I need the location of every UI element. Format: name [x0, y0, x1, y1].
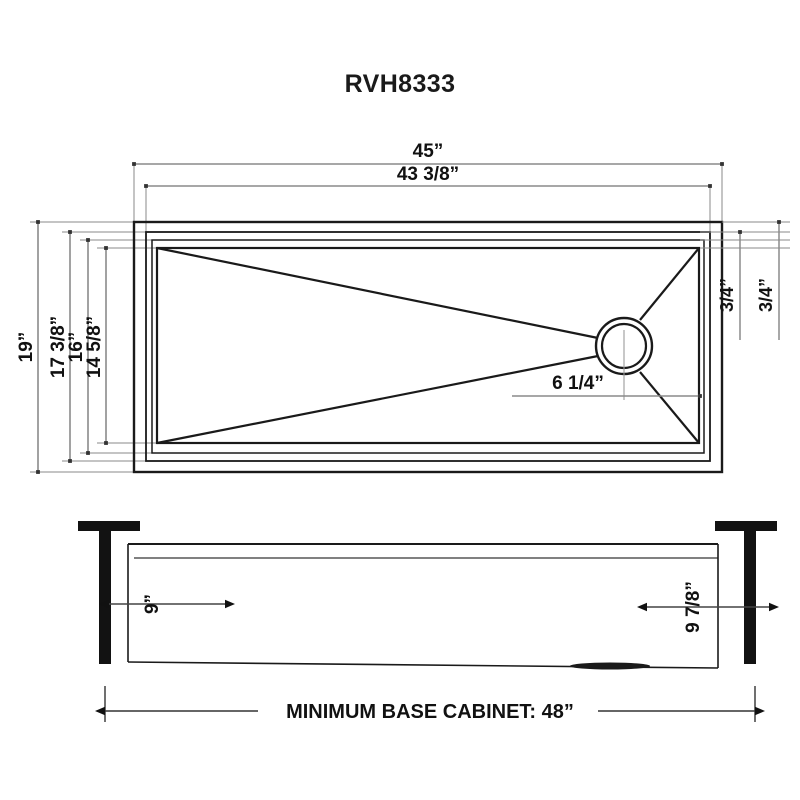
cabinet-note-group: MINIMUM BASE CABINET: 48”: [95, 686, 765, 723]
drain-offset-dimension-group: 6 1/4”: [512, 373, 702, 398]
cabinet-wall-right-top: [715, 521, 777, 531]
slope-line-top-left: [156, 246, 599, 340]
slope-line-bottom-left: [156, 354, 599, 445]
dimension-label-height-overall: 19”: [16, 332, 37, 363]
sink-side-view-body: 9” 9 7/8”: [78, 521, 779, 670]
dimension-label-depth-right: 9 7/8”: [683, 581, 704, 633]
sink-second-rect: [145, 231, 711, 462]
cabinet-note-label: MINIMUM BASE CABINET: 48”: [286, 701, 574, 723]
sink-outer-rect: [132, 220, 724, 474]
dimension-label-ledge-upper: 3/4”: [717, 278, 737, 312]
dimension-label-depth-left: 9”: [142, 594, 163, 614]
dimension-label-drain-offset: 6 1/4”: [552, 373, 604, 394]
dimension-label-width-overall: 45”: [413, 141, 444, 162]
top-dimension-group: 45” 43 3/8”: [132, 141, 724, 232]
dimension-label-ledge-lower: 3/4”: [756, 278, 776, 312]
dimension-label-height-inner: 14 5/8”: [84, 316, 105, 378]
cabinet-wall-left-post: [99, 531, 111, 664]
dimension-label-height-second: 17 3/8”: [48, 316, 69, 378]
page-title: RVH8333: [344, 70, 456, 98]
right-ledge-dimension-group: 3/4” 3/4”: [700, 220, 790, 340]
side-drain-nub: [570, 662, 650, 670]
slope-line-bottom-right: [639, 371, 700, 444]
sink-top-view-body: [132, 220, 724, 474]
slope-line-top-right: [639, 247, 700, 321]
sink-basin-rect: [155, 246, 701, 445]
left-dimension-group: 19” 17 3/8” 16” 14 5/8”: [16, 220, 170, 474]
dimension-label-width-inner: 43 3/8”: [397, 164, 459, 185]
cabinet-wall-left-top: [78, 521, 140, 531]
cabinet-wall-right-post: [744, 531, 756, 664]
sink-third-rect: [151, 239, 705, 454]
dimension-label-height-third: 16”: [66, 332, 87, 363]
